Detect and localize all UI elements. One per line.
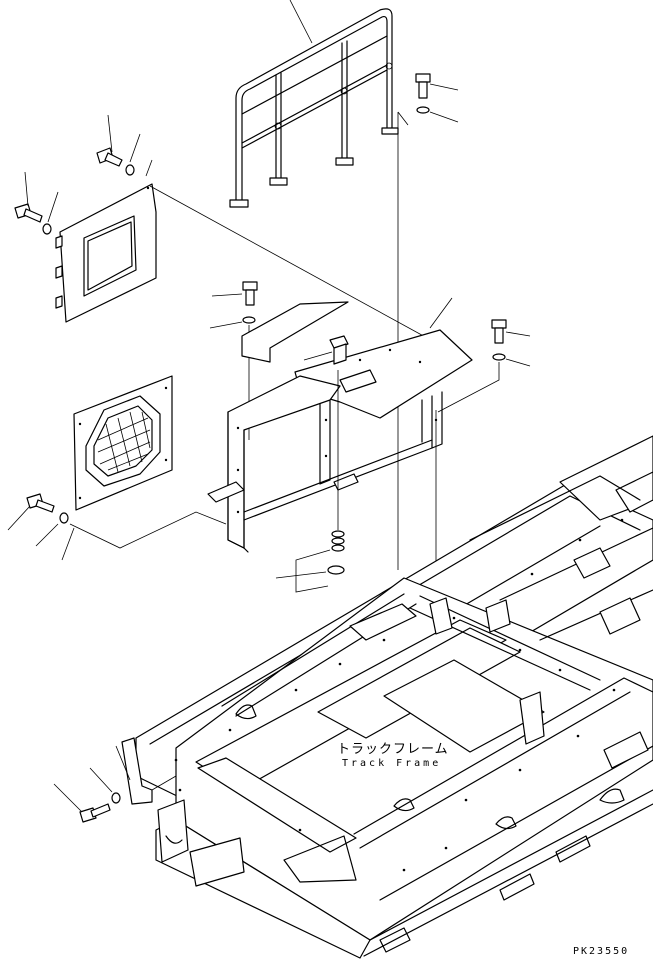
drawing-code: PK23550 xyxy=(573,946,630,957)
handrail xyxy=(229,0,399,208)
mount-bracket xyxy=(121,737,177,805)
mount-bracket xyxy=(303,335,349,365)
washer xyxy=(492,353,531,367)
bolt xyxy=(491,319,531,344)
washer xyxy=(35,512,69,547)
washer xyxy=(416,106,459,123)
cover-plate xyxy=(241,297,473,419)
support-bracket xyxy=(207,375,443,553)
fan-guard-panel xyxy=(73,375,173,511)
washer xyxy=(125,133,141,176)
track-frame-label-jp: トラックフレーム xyxy=(337,742,449,757)
bolt xyxy=(53,783,111,823)
spring-damper xyxy=(275,370,345,593)
bolt xyxy=(7,493,55,531)
bolt xyxy=(211,281,258,306)
washer xyxy=(209,316,256,329)
washer xyxy=(89,767,121,804)
bolt xyxy=(415,73,459,99)
bolt xyxy=(14,171,43,223)
track-frame xyxy=(135,435,653,959)
track-frame-label-en: Track Frame xyxy=(342,758,442,769)
inspection-cover xyxy=(55,183,157,323)
bolt xyxy=(96,114,123,167)
washer xyxy=(42,191,59,235)
